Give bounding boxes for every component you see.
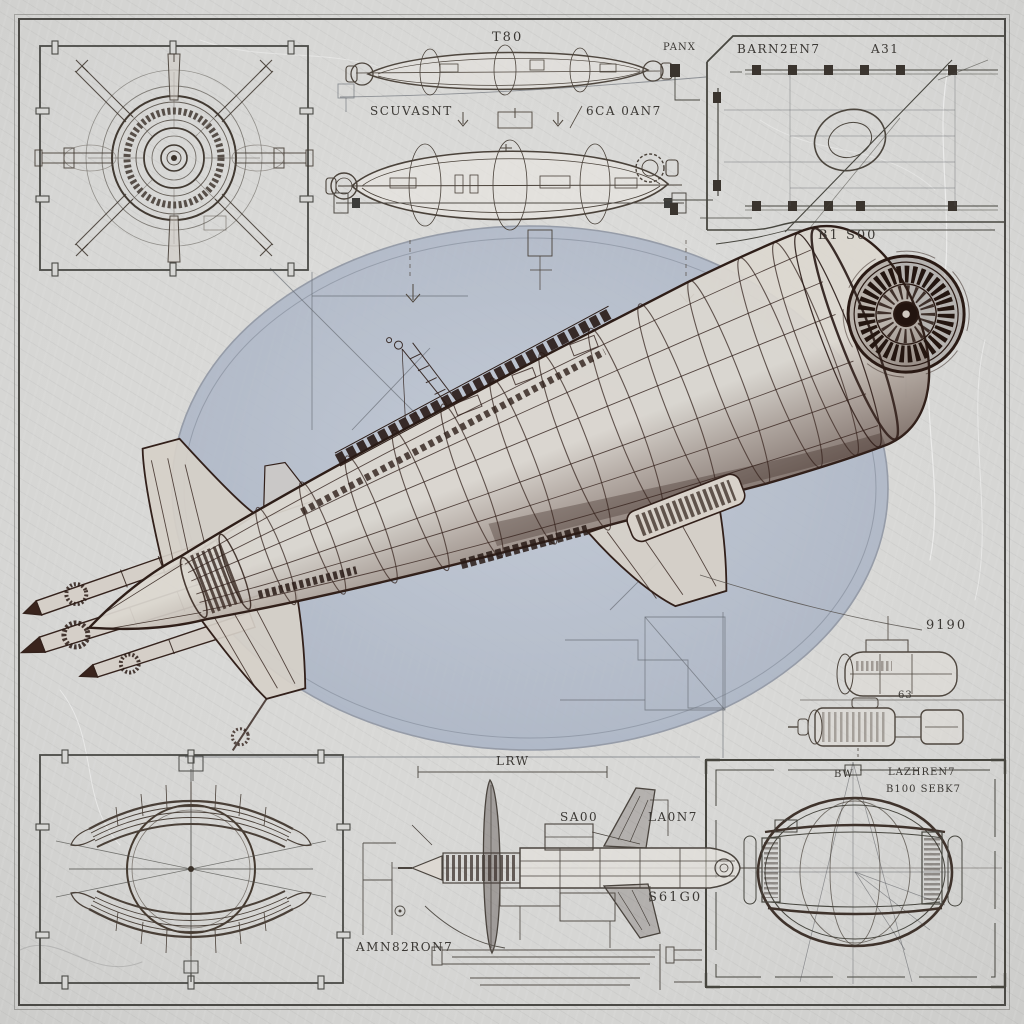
label-la0n7: LA0N7	[648, 810, 698, 824]
label-sa00: SA00	[560, 810, 599, 824]
label-amn82ron7: AMN82RON7	[356, 940, 454, 954]
label-bw: BW	[834, 769, 854, 780]
label-a31: A31	[871, 42, 900, 56]
label-s61g0: S61G0	[648, 890, 703, 905]
label-gca0an7: 6CA 0AN7	[586, 104, 662, 118]
top-view-sketch	[345, 44, 673, 96]
dim-label-t80: T80	[492, 30, 524, 45]
outer-frame-hairline	[14, 14, 1010, 1010]
engine-turbine	[842, 250, 970, 378]
callout-9190: 9190	[926, 618, 968, 633]
front-view-panel	[34, 40, 314, 277]
hatch-rows	[431, 944, 702, 990]
callout-63: 63	[898, 690, 913, 701]
plan-view-sketch	[362, 766, 1002, 955]
lens-detail-panel	[35, 749, 351, 990]
label-scuvasnt: SCUVASNT	[370, 104, 453, 118]
label-panx: PANX	[663, 42, 696, 53]
label-lazhren7: LAZHREN7	[888, 767, 956, 778]
label-barn2en7: BARN2EN7	[737, 42, 821, 56]
dim-label-b1s00: B1 S00	[818, 228, 878, 243]
rocket-perspective	[19, 224, 970, 751]
label-b100sebk7: B100 SEBK7	[886, 784, 961, 795]
thruster-detail-sketches	[699, 574, 1004, 760]
dim-label-lrw: LRW	[496, 754, 530, 768]
alignment-panel	[663, 35, 1004, 245]
outer-frame	[18, 18, 1006, 1006]
capsule-detail-panel	[704, 758, 1007, 989]
